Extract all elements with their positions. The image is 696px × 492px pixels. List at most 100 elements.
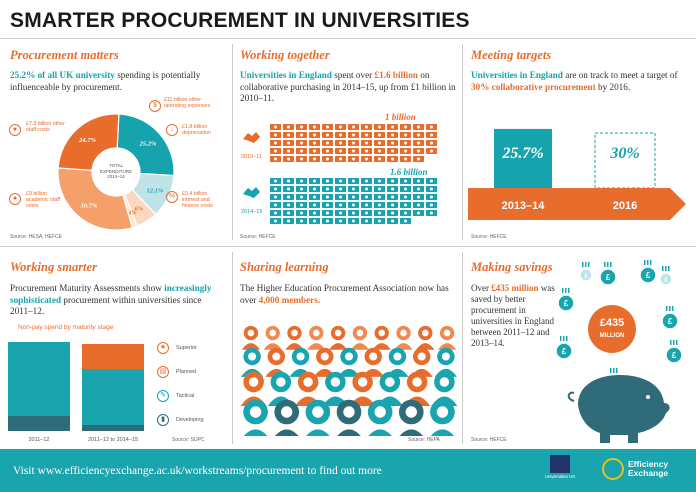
pound-coin-icon	[665, 346, 683, 364]
svg-text:£: £	[564, 299, 569, 308]
members-crowd-illustration	[240, 325, 458, 436]
pound-coin-icon	[599, 268, 617, 286]
source-note: Source: HEPA	[408, 437, 440, 443]
person-icon	[316, 347, 334, 366]
person-icon	[243, 347, 261, 366]
person-icon	[336, 399, 362, 425]
pound-coin-icon	[659, 272, 673, 286]
panel-lead: The Higher Education Procurement Associa…	[240, 283, 449, 305]
donut-slice-label: 6%	[135, 205, 144, 212]
svg-text:£: £	[668, 317, 673, 326]
universities-uk-logo-icon	[550, 455, 570, 473]
person-icon	[243, 371, 264, 393]
person-icon	[418, 325, 433, 341]
maturity-stacked-chart	[8, 342, 144, 431]
legend-developing: Developing	[176, 417, 204, 423]
middle-divider	[0, 246, 696, 247]
person-icon	[309, 325, 324, 341]
label-depreciation: £1.8 billion depreciation	[182, 124, 211, 137]
bar-year-2016: 2016	[612, 200, 638, 212]
donut-slice-label: 30.7%	[80, 202, 98, 209]
label-academic-staff: £9 billion academic staff costs	[26, 191, 61, 210]
tactical-icon: ✎	[157, 390, 169, 402]
person-icon	[434, 371, 455, 393]
donut-slice-label: 1.4%	[123, 210, 137, 217]
efficiency-exchange-logo-icon	[602, 458, 624, 480]
column-divider-4	[462, 252, 463, 444]
person-icon	[291, 347, 310, 366]
person-icon	[430, 399, 455, 425]
bar-value-2016: 30%	[610, 145, 640, 162]
person-icon: ●	[9, 124, 21, 136]
svg-text:£: £	[606, 273, 611, 282]
col2-developing	[82, 425, 144, 431]
lead-text: spending is potentially influenceable by…	[10, 70, 201, 92]
handshake-icon	[243, 187, 260, 198]
person-icon	[364, 347, 382, 366]
panel-title: Making savings	[471, 260, 553, 274]
col1-tactical	[8, 342, 70, 416]
label-other-staff: £7.3 billion other staff costs	[26, 121, 65, 134]
column-label-2: 2011–12 to 2014–15	[87, 437, 139, 443]
panel-lead: Universities in England spent over £1.6 …	[240, 70, 456, 103]
person-icon	[352, 371, 373, 393]
person-icon	[406, 371, 428, 393]
person-icon	[330, 325, 346, 341]
person-icon	[297, 371, 319, 393]
year-label-2014: 2014–15	[241, 209, 263, 215]
percent-icon: %	[166, 191, 178, 203]
planned-icon: ▤	[157, 366, 169, 378]
person-icon	[437, 347, 455, 366]
source-note: Source: HESA, HEFCE	[10, 234, 62, 240]
banknote-grid-2010	[270, 124, 437, 162]
pound-coin-icon	[555, 342, 573, 360]
svg-text:£: £	[562, 347, 567, 356]
person-icon	[398, 399, 424, 425]
target-bar-chart	[468, 128, 686, 220]
person-icon	[340, 347, 358, 366]
person-icon	[352, 325, 368, 341]
person-icon	[267, 347, 286, 366]
person-icon	[274, 399, 300, 425]
column-divider-2	[462, 44, 463, 240]
donut-center-label: TOTAL EXPENDITURE 2013–14	[99, 163, 132, 179]
person-icon	[305, 399, 331, 425]
person-icon	[243, 325, 259, 341]
legend-superior: Superior	[176, 345, 197, 351]
savings-badge	[588, 305, 636, 353]
person-icon	[270, 371, 292, 393]
bar-2013-14	[494, 128, 552, 188]
down-arrow-icon: ↓	[166, 124, 178, 136]
panel-title: Procurement matters	[10, 48, 119, 62]
handshake-icon	[243, 132, 260, 143]
svg-text:£: £	[664, 278, 668, 284]
person-icon	[367, 399, 393, 425]
label-other-operating: £11 billion other operating expenses	[164, 97, 211, 110]
star-icon: ★	[157, 342, 169, 354]
person-icon	[412, 347, 431, 366]
footer-bar	[0, 449, 696, 492]
donut-slice-label: 25.2%	[139, 140, 157, 147]
badge-amount: £435	[599, 317, 625, 329]
donut-slice-label: 12.1%	[146, 187, 163, 194]
panel-lead: 25.2% of all UK university spending is p…	[10, 70, 225, 93]
panel-title: Sharing learning	[240, 260, 329, 274]
savings-illustration: £££££££££	[555, 260, 683, 443]
source-note: Source: HEFCE	[471, 437, 507, 443]
person-icon	[388, 347, 407, 366]
lead-highlight: 25.2% of all UK university	[10, 70, 115, 80]
bar-value-2013-14: 25.7%	[502, 145, 544, 162]
person-icon	[243, 399, 268, 425]
panel-lead: Universities in England are on track to …	[471, 70, 678, 92]
pound-coin-icon	[661, 312, 679, 330]
footer-link[interactable]: Visit www.efficiencyexchange.ac.uk/works…	[13, 465, 382, 477]
column-divider-1	[232, 44, 233, 240]
source-note: Source: HEFCE	[471, 234, 507, 240]
donut-hole	[92, 148, 140, 196]
source-note: Source: HEFCE	[240, 234, 276, 240]
column-label-1: 2011–12	[28, 437, 50, 443]
svg-text:£: £	[672, 351, 677, 360]
legend-tactical: Tactical	[176, 393, 195, 399]
person-icon	[287, 325, 302, 341]
